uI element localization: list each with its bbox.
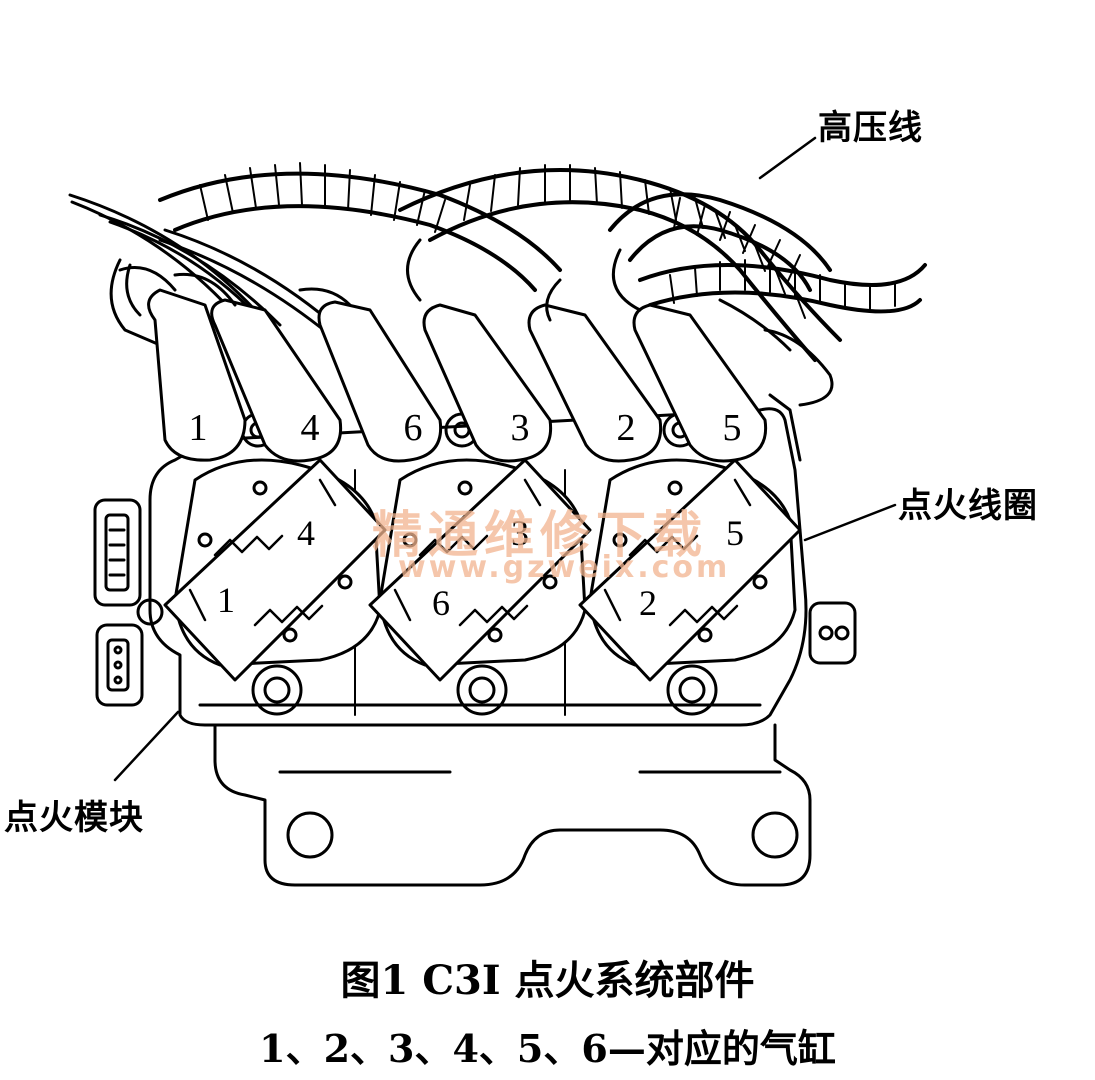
watermark-text: 精通维修下载: [372, 506, 708, 564]
spark-boot-6: [298, 287, 443, 463]
coil-number: 2: [639, 583, 657, 623]
coil-pack-3: [578, 458, 802, 682]
figure-caption: 图1 C3I 点火系统部件: [340, 957, 755, 1004]
spark-boot-5: [611, 248, 768, 463]
label-ignition-module: 点火模块: [4, 798, 144, 838]
boot-number: 5: [723, 407, 742, 449]
boot-number: 3: [511, 407, 530, 449]
connector-upper: [93, 498, 142, 607]
connector-right: [808, 601, 857, 665]
boot-number: 2: [617, 407, 636, 449]
connector-lower: [95, 623, 144, 707]
wire-conduit: [158, 162, 927, 362]
watermark-url: www.gzweix.com: [398, 550, 731, 585]
coil-number: 4: [297, 513, 315, 553]
spark-boot-2: [527, 278, 663, 463]
coil-number: 6: [432, 583, 450, 623]
bracket-hole-right: [751, 811, 799, 859]
leader-ignition-coil: [803, 503, 897, 542]
spark-boot-3: [406, 238, 553, 463]
boot-number: 4: [301, 407, 320, 449]
figure-legend: 1、2、3、4、5、6—对应的气缸: [259, 1026, 836, 1071]
ignition-module-housing: [148, 407, 808, 727]
spark-boot-1: [118, 266, 247, 462]
coil-number: 5: [726, 513, 744, 553]
coil-number: 3: [511, 513, 529, 553]
boot-number: 1: [189, 407, 208, 449]
leader-ignition-module: [113, 710, 180, 782]
coil-pack-1: [163, 458, 387, 682]
coil-pack-2: [368, 458, 592, 682]
coil-number: 1: [217, 580, 235, 620]
c3i-ignition-diagram: 1 4 6 3 2 5 4 1 3 6 5 2: [68, 136, 927, 887]
mounting-bracket: [213, 723, 812, 887]
spark-boot-4: [173, 272, 343, 463]
mounting-boss: [456, 664, 508, 716]
mounting-boss: [251, 664, 303, 716]
label-hv-wire: 高压线: [818, 108, 923, 148]
bracket-hole-left: [286, 811, 334, 859]
mounting-boss: [666, 664, 718, 716]
leader-hv-wire: [758, 136, 817, 180]
label-ignition-coil: 点火线圈: [898, 486, 1038, 526]
boot-number: 6: [404, 407, 423, 449]
